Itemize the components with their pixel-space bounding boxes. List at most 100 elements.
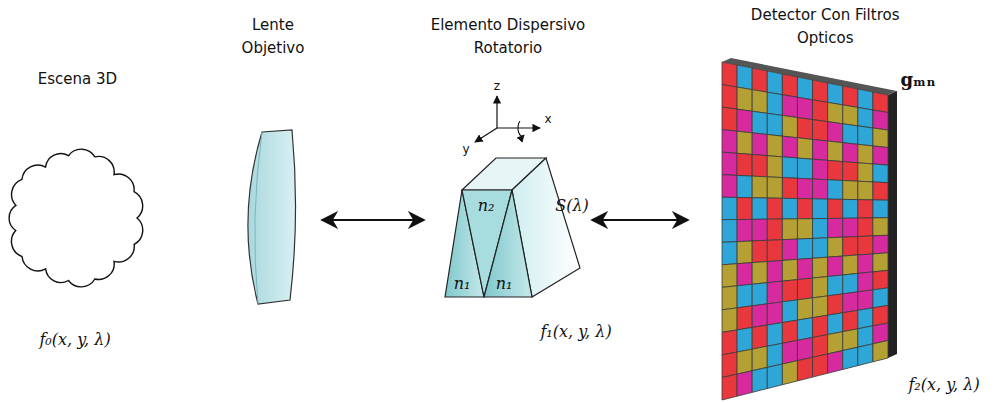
filter-cell xyxy=(858,107,873,128)
filter-cell xyxy=(797,298,812,320)
filter-cell xyxy=(843,162,858,182)
filter-cell xyxy=(828,332,843,354)
filter-cell xyxy=(858,254,873,274)
filter-cell xyxy=(797,138,812,159)
filter-cell xyxy=(782,198,797,219)
filter-cell xyxy=(843,255,858,275)
filter-cell xyxy=(813,120,828,141)
filter-cell xyxy=(813,139,828,160)
filter-cell xyxy=(797,158,812,179)
filter-cell xyxy=(737,65,752,90)
filter-cell xyxy=(873,164,888,183)
filter-cell xyxy=(873,253,888,272)
filter-cell xyxy=(813,335,828,358)
filter-cell xyxy=(722,374,737,400)
filter-cell xyxy=(767,156,782,178)
filter-cell xyxy=(767,198,782,219)
filter-cell xyxy=(752,367,767,392)
filter-cell xyxy=(828,122,843,143)
filter-cell xyxy=(828,275,843,296)
filter-cell xyxy=(843,347,858,369)
filter-cell xyxy=(843,273,858,293)
filter-cell xyxy=(828,141,843,162)
filter-cell xyxy=(722,308,737,333)
filter-cell xyxy=(767,135,782,157)
filter-cell xyxy=(782,95,797,118)
filter-cell xyxy=(722,264,737,288)
filter-cell xyxy=(873,110,888,130)
filter-cell xyxy=(828,313,843,335)
filter-cell xyxy=(737,175,752,197)
filter-cell xyxy=(873,128,888,148)
filter-cell xyxy=(782,178,797,199)
detector-function: f₂(x, y, λ) xyxy=(908,376,979,394)
filter-cell xyxy=(782,219,797,240)
filter-cell xyxy=(722,286,737,310)
filter-cell xyxy=(752,346,767,371)
filter-cell xyxy=(858,308,873,329)
detector-mosaic xyxy=(722,58,897,400)
filter-cell xyxy=(828,218,843,238)
filter-cell xyxy=(813,296,828,318)
axis-label: x xyxy=(544,113,551,126)
filter-cell xyxy=(797,118,812,140)
scene-cloud xyxy=(9,149,143,287)
filter-cell xyxy=(813,80,828,102)
filter-cell xyxy=(722,62,737,87)
filter-cell xyxy=(843,292,858,313)
filter-cell xyxy=(873,218,888,236)
filter-cell xyxy=(752,240,767,262)
filter-cell xyxy=(752,90,767,114)
filter-cell xyxy=(858,144,873,164)
filter-cell xyxy=(873,288,888,308)
filter-cell xyxy=(722,85,737,110)
filter-cell xyxy=(722,330,737,355)
filter-cell xyxy=(752,198,767,220)
filter-cell xyxy=(843,218,858,237)
filter-cell xyxy=(797,199,812,219)
filter-cell xyxy=(797,258,812,279)
axes xyxy=(475,96,540,142)
filter-cell xyxy=(843,105,858,126)
filter-cell xyxy=(797,219,812,239)
filter-cell xyxy=(752,283,767,306)
filter-cell xyxy=(752,176,767,198)
filter-cell xyxy=(843,180,858,199)
dispersive-prism xyxy=(445,158,580,297)
filter-cell xyxy=(843,237,858,257)
lens-group: Lente Objetivo xyxy=(228,14,318,306)
filter-cell xyxy=(797,238,812,259)
filter-cell xyxy=(797,178,812,199)
filter-cell xyxy=(737,371,752,396)
filter-cell xyxy=(858,163,873,182)
filter-cell xyxy=(858,126,873,146)
filter-cell xyxy=(858,272,873,292)
filter-cell xyxy=(858,236,873,255)
filter-cell xyxy=(858,200,873,218)
filter-cell xyxy=(737,284,752,308)
filter-cell xyxy=(843,124,858,145)
detector-side xyxy=(888,91,897,358)
filter-cell xyxy=(843,199,858,218)
filter-cell xyxy=(813,277,828,298)
filter-cell xyxy=(767,219,782,240)
filter-cell xyxy=(828,180,843,200)
filter-cell xyxy=(737,219,752,241)
filter-cell xyxy=(767,92,782,115)
filter-cell xyxy=(828,199,843,218)
filter-cell xyxy=(737,197,752,219)
filter-cell xyxy=(767,281,782,304)
filter-cell xyxy=(813,315,828,337)
filter-cell xyxy=(737,306,752,330)
filter-cell xyxy=(737,87,752,111)
filter-cell xyxy=(843,329,858,351)
filter-cell xyxy=(813,218,828,238)
filter-cell xyxy=(752,68,767,92)
filter-cell xyxy=(873,182,888,200)
filter-cell xyxy=(828,102,843,123)
filter-cell xyxy=(797,278,812,300)
filter-cell xyxy=(782,361,797,385)
